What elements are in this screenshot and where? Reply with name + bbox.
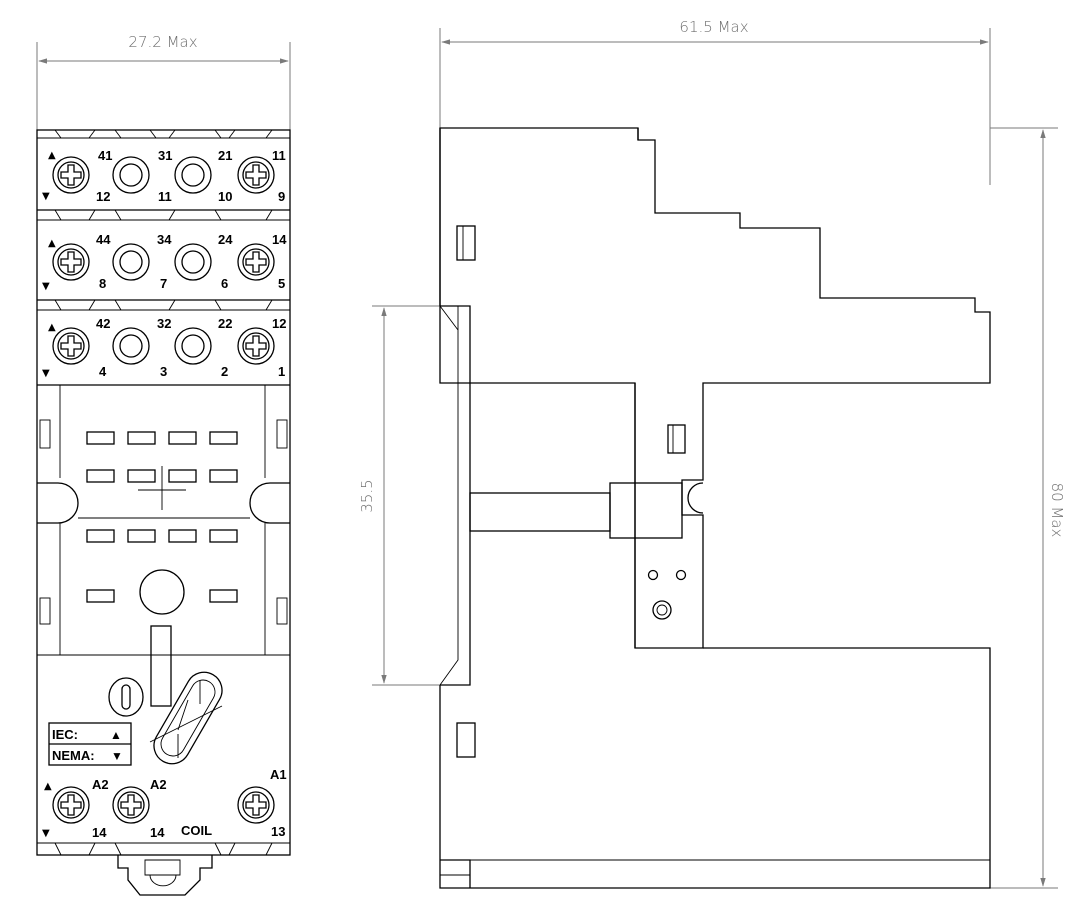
label-5: 5 (278, 276, 285, 291)
label-12: 12 (272, 316, 286, 331)
terminal-marking-legend: IEC: ▲ NEMA: ▼ (48, 722, 132, 766)
legend-iec: IEC: (52, 727, 78, 742)
label-a2-left: A2 (92, 777, 109, 792)
dimension-rail-height: 35.5 (358, 305, 470, 686)
side-window-bottom (456, 722, 476, 758)
coil-terminals: ▲ ▼ A2 A2 A1 14 14 13 COIL (42, 767, 287, 840)
release-lever[interactable] (108, 677, 144, 717)
label-41: 41 (98, 148, 112, 163)
up-marker: ▲ (48, 322, 56, 333)
label-10: 10 (218, 189, 232, 204)
label-a2-right: A2 (150, 777, 167, 792)
dim-front-width-label: 27.2 Max (128, 33, 197, 51)
legend-nema-symbol: ▼ (111, 749, 123, 763)
down-marker: ▼ (42, 281, 50, 292)
down-marker: ▼ (42, 368, 50, 379)
side-window-top (456, 225, 476, 261)
up-marker: ▲ (48, 150, 56, 161)
terminal-31[interactable] (112, 156, 150, 194)
legend-nema: NEMA: (52, 748, 95, 763)
screw-terminal-a1[interactable] (237, 786, 275, 824)
label-11: 11 (272, 148, 286, 163)
label-24: 24 (218, 232, 233, 247)
center-hole (139, 569, 185, 615)
terminal-22[interactable] (174, 327, 212, 365)
label-14-left: 14 (92, 825, 107, 840)
screw-terminal-a2-right[interactable] (112, 786, 150, 824)
label-21: 21 (218, 148, 232, 163)
front-view: ▲ ▼ 41 31 21 11 12 11 10 9 ▲ ▼ 44 34 24 … (36, 129, 291, 896)
up-marker: ▲ (44, 781, 52, 792)
dimension-front-width: 27.2 Max (36, 33, 291, 130)
din-rail-section (469, 492, 611, 532)
down-marker: ▼ (42, 191, 50, 202)
label-1: 1 (278, 364, 285, 379)
label-11b: 11 (158, 189, 172, 204)
label-31: 31 (158, 148, 172, 163)
screw-terminal-44[interactable] (52, 243, 90, 281)
label-14-right: 14 (150, 825, 165, 840)
label-9: 9 (278, 189, 285, 204)
label-14: 14 (272, 232, 287, 247)
screw-terminal-14[interactable] (237, 243, 275, 281)
label-7: 7 (160, 276, 167, 291)
legend-iec-symbol: ▲ (110, 728, 122, 742)
label-3: 3 (160, 364, 167, 379)
terminal-24[interactable] (174, 243, 212, 281)
din-clip-front (117, 855, 213, 896)
side-view (439, 127, 991, 889)
screw-terminal-42[interactable] (52, 327, 90, 365)
label-13: 13 (271, 824, 285, 839)
label-42: 42 (96, 316, 110, 331)
label-8: 8 (99, 276, 106, 291)
label-2: 2 (221, 364, 228, 379)
dim-rail-height-label: 35.5 (358, 479, 376, 512)
terminal-34[interactable] (112, 243, 150, 281)
label-44: 44 (96, 232, 111, 247)
dim-side-width-label: 61.5 Max (679, 18, 748, 36)
coil-label: COIL (181, 823, 212, 838)
screw-terminal-a2-left[interactable] (52, 786, 90, 824)
dimension-side-width: 61.5 Max (439, 18, 991, 185)
label-a1: A1 (270, 767, 287, 782)
label-22: 22 (218, 316, 232, 331)
screw-terminal-11[interactable] (237, 156, 275, 194)
up-marker: ▲ (48, 238, 56, 249)
side-window-mid (667, 424, 686, 454)
terminal-21[interactable] (174, 156, 212, 194)
terminal-row-2: ▲ ▼ 44 34 24 14 8 7 6 5 (42, 232, 287, 292)
label-32: 32 (157, 316, 171, 331)
label-6: 6 (221, 276, 228, 291)
screw-terminal-41[interactable] (52, 156, 90, 194)
terminal-row-3: ▲ ▼ 42 32 22 12 4 3 2 1 (42, 316, 286, 379)
label-34: 34 (157, 232, 172, 247)
screw-terminal-12[interactable] (237, 327, 275, 365)
retaining-clip[interactable] (147, 666, 228, 771)
down-marker: ▼ (42, 828, 50, 839)
dimension-total-height: 80 Max (470, 127, 1066, 889)
terminal-32[interactable] (112, 327, 150, 365)
dim-total-height-label: 80 Max (1048, 483, 1066, 538)
terminal-row-1: ▲ ▼ 41 31 21 11 12 11 10 9 (42, 148, 286, 204)
relay-pin-sockets (37, 385, 290, 771)
label-4: 4 (99, 364, 107, 379)
label-12: 12 (96, 189, 110, 204)
